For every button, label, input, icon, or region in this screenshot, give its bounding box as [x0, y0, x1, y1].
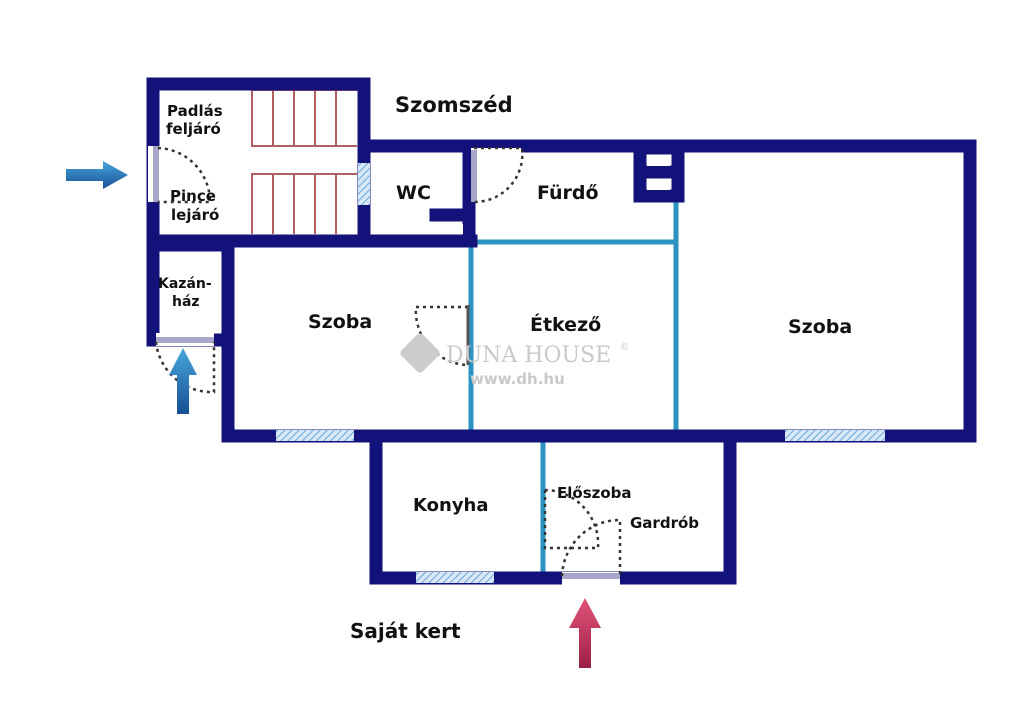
main-entrance-arrow-icon: [569, 598, 601, 668]
label-attic-2: feljáró: [166, 120, 221, 138]
label-cellar-1: Pince: [170, 187, 216, 205]
label-room-left: Szoba: [308, 311, 372, 333]
doors: [148, 146, 622, 585]
label-garden: Saját kert: [350, 619, 461, 643]
label-cellar-2: lejáró: [171, 206, 219, 224]
label-wc: WC: [396, 182, 431, 204]
label-boiler-1: Kazán-: [158, 276, 212, 292]
label-room-right: Szoba: [788, 316, 852, 338]
label-bathroom: Fürdő: [537, 182, 599, 204]
label-dining: Étkező: [530, 313, 601, 336]
watermark-reg: ®: [620, 343, 629, 353]
staircase: [251, 89, 357, 234]
label-hall: Előszoba: [557, 484, 632, 502]
entrance-arrow-left-icon: [66, 161, 128, 189]
label-wardrobe: Gardrób: [630, 514, 699, 532]
label-boiler-2: ház: [172, 294, 200, 310]
label-kitchen: Konyha: [413, 495, 489, 516]
label-neighbour: Szomszéd: [395, 93, 513, 117]
label-attic-1: Padlás: [167, 102, 223, 120]
watermark-url: www.dh.hu: [470, 370, 565, 388]
interior-partitions: [468, 148, 679, 575]
windows: [276, 163, 885, 583]
watermark: DUNA HOUSE ® www.dh.hu: [400, 333, 629, 388]
entrance-arrow-boiler-icon: [169, 348, 197, 414]
watermark-brand: DUNA HOUSE: [446, 343, 611, 368]
